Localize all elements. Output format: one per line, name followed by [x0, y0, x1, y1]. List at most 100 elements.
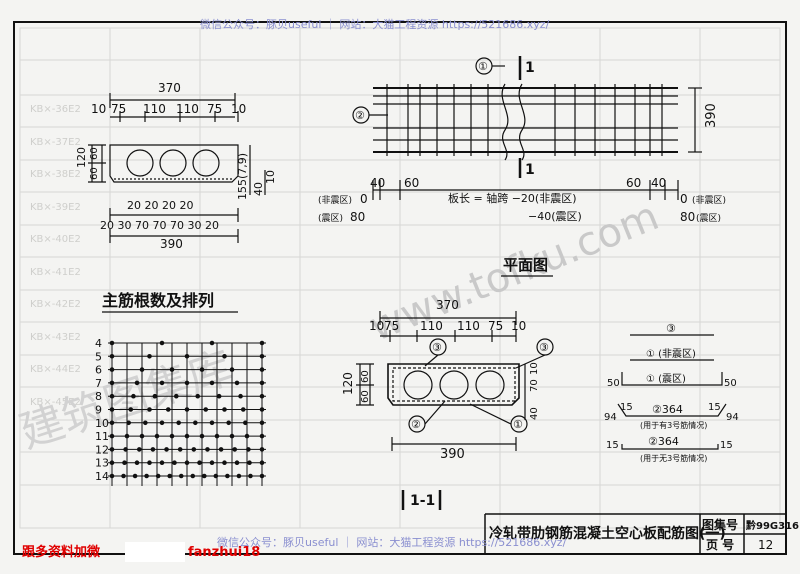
title-block — [484, 513, 786, 554]
svg-text:③: ③ — [666, 322, 676, 335]
bar-dot — [147, 354, 152, 359]
svg-text:50: 50 — [724, 378, 737, 389]
sheet-border — [13, 21, 787, 555]
svg-text:1: 1 — [525, 162, 535, 178]
bar-count-label: 6 — [95, 364, 102, 377]
faded-table — [19, 27, 781, 529]
bar-dot — [246, 447, 251, 452]
svg-text:KB×-41E2: KB×-41E2 — [30, 267, 81, 278]
bar-dot — [177, 447, 183, 452]
svg-text:390: 390 — [704, 103, 719, 128]
bar-count-label: 5 — [95, 350, 102, 363]
bar-dot — [229, 367, 235, 372]
svg-text:110: 110 — [457, 319, 480, 333]
svg-text:40: 40 — [370, 176, 385, 190]
bar-dot — [244, 433, 250, 439]
bar-dot — [165, 407, 171, 412]
bar-dot — [159, 460, 165, 466]
bar-dot — [173, 393, 179, 399]
bar-dot — [259, 460, 265, 466]
bar-dot — [169, 433, 175, 439]
svg-text:80: 80 — [350, 210, 365, 224]
footer-wechat: fanzhui18 — [188, 545, 260, 560]
bar-rows — [108, 340, 266, 479]
svg-text:15: 15 — [236, 186, 249, 200]
bar-dot — [259, 473, 265, 479]
svg-text:75: 75 — [207, 102, 222, 116]
svg-text:KB×-39E2: KB×-39E2 — [30, 202, 81, 213]
svg-text:40: 40 — [651, 176, 666, 190]
svg-text:15: 15 — [720, 440, 733, 451]
bar-dot — [259, 340, 265, 346]
watermark-bottom: 微信公众号：豚贝useful ｜ 网站：大猫工程资源 https://52168… — [217, 535, 567, 549]
bar-count-label: 12 — [95, 443, 109, 456]
bar-dot — [150, 447, 156, 452]
bar-count-label: 8 — [95, 390, 102, 403]
svg-text:10: 10 — [91, 102, 106, 116]
svg-text:1-1: 1-1 — [410, 493, 435, 509]
svg-text:−40(震区): −40(震区) — [528, 210, 582, 223]
svg-text:75: 75 — [384, 319, 399, 333]
plan-labels: ① ② 1 1 390 40 60 60 40 0 (非震区) 0 (非震区) … — [318, 60, 726, 274]
bar-dot — [167, 473, 172, 479]
svg-text:平面图: 平面图 — [503, 256, 548, 274]
section-1-1-labels: 370 10 75 110 110 75 10 ③ ③ ② ① 120 60 6… — [341, 298, 549, 509]
svg-text:黔99G316: 黔99G316 — [746, 519, 799, 532]
bar-dot — [259, 407, 265, 412]
svg-text:KB×-44E2: KB×-44E2 — [30, 364, 81, 375]
bar-details — [617, 334, 727, 450]
bar-dot — [109, 447, 115, 452]
bar-dot — [122, 460, 127, 466]
bar-dot — [159, 420, 165, 426]
svg-text:60: 60 — [89, 167, 100, 180]
svg-text:15: 15 — [606, 440, 619, 451]
svg-text:① (震区): ① (震区) — [646, 373, 686, 385]
svg-text:370: 370 — [436, 298, 459, 312]
svg-text:(震区): (震区) — [318, 213, 343, 224]
svg-text:KB×-36E2: KB×-36E2 — [30, 104, 81, 115]
svg-text:70: 70 — [529, 379, 540, 392]
bar-dot — [199, 367, 205, 372]
svg-text:0: 0 — [680, 192, 688, 206]
svg-text:③: ③ — [432, 341, 442, 354]
bar-dot — [236, 473, 242, 479]
bar-dot — [216, 393, 222, 399]
svg-text:60: 60 — [89, 147, 100, 160]
svg-text:②: ② — [411, 418, 421, 431]
svg-text:12: 12 — [758, 538, 773, 552]
svg-text:冷轧带肋钢筋混凝土空心板配筋图(一): 冷轧带肋钢筋混凝土空心板配筋图(一) — [489, 525, 726, 542]
svg-text:75: 75 — [111, 102, 126, 116]
section-top-left — [88, 93, 266, 243]
bar-dot — [234, 380, 240, 386]
bar-dot — [259, 447, 265, 452]
svg-text:120: 120 — [341, 372, 355, 395]
bar-dot — [243, 420, 248, 426]
bar-dot — [109, 367, 115, 372]
svg-text:120: 120 — [75, 147, 88, 168]
bar-dot — [109, 433, 115, 439]
bar-dot — [159, 340, 165, 346]
svg-text:110: 110 — [176, 102, 199, 116]
bar-dot — [109, 340, 115, 346]
plan-view — [352, 56, 702, 200]
svg-text:80: 80 — [680, 210, 695, 224]
bar-dot — [143, 420, 148, 426]
svg-text:10: 10 — [529, 362, 540, 375]
bar-dot — [126, 420, 131, 426]
svg-text:94: 94 — [726, 412, 739, 423]
bar-dot — [109, 460, 115, 466]
bar-dot — [124, 433, 130, 439]
svg-text:60: 60 — [360, 390, 371, 403]
bar-dot — [184, 460, 190, 466]
footer-redaction — [125, 542, 185, 562]
bar-dot — [247, 460, 252, 466]
svg-text:KB×-37E2: KB×-37E2 — [30, 137, 81, 148]
svg-text:94: 94 — [604, 412, 617, 423]
svg-text:60: 60 — [626, 176, 641, 190]
svg-text:10: 10 — [231, 102, 246, 116]
svg-text:②364: ②364 — [648, 435, 679, 448]
svg-text:KB×-38E2: KB×-38E2 — [30, 169, 81, 180]
bar-dot — [232, 447, 238, 452]
svg-text:40: 40 — [529, 407, 540, 420]
